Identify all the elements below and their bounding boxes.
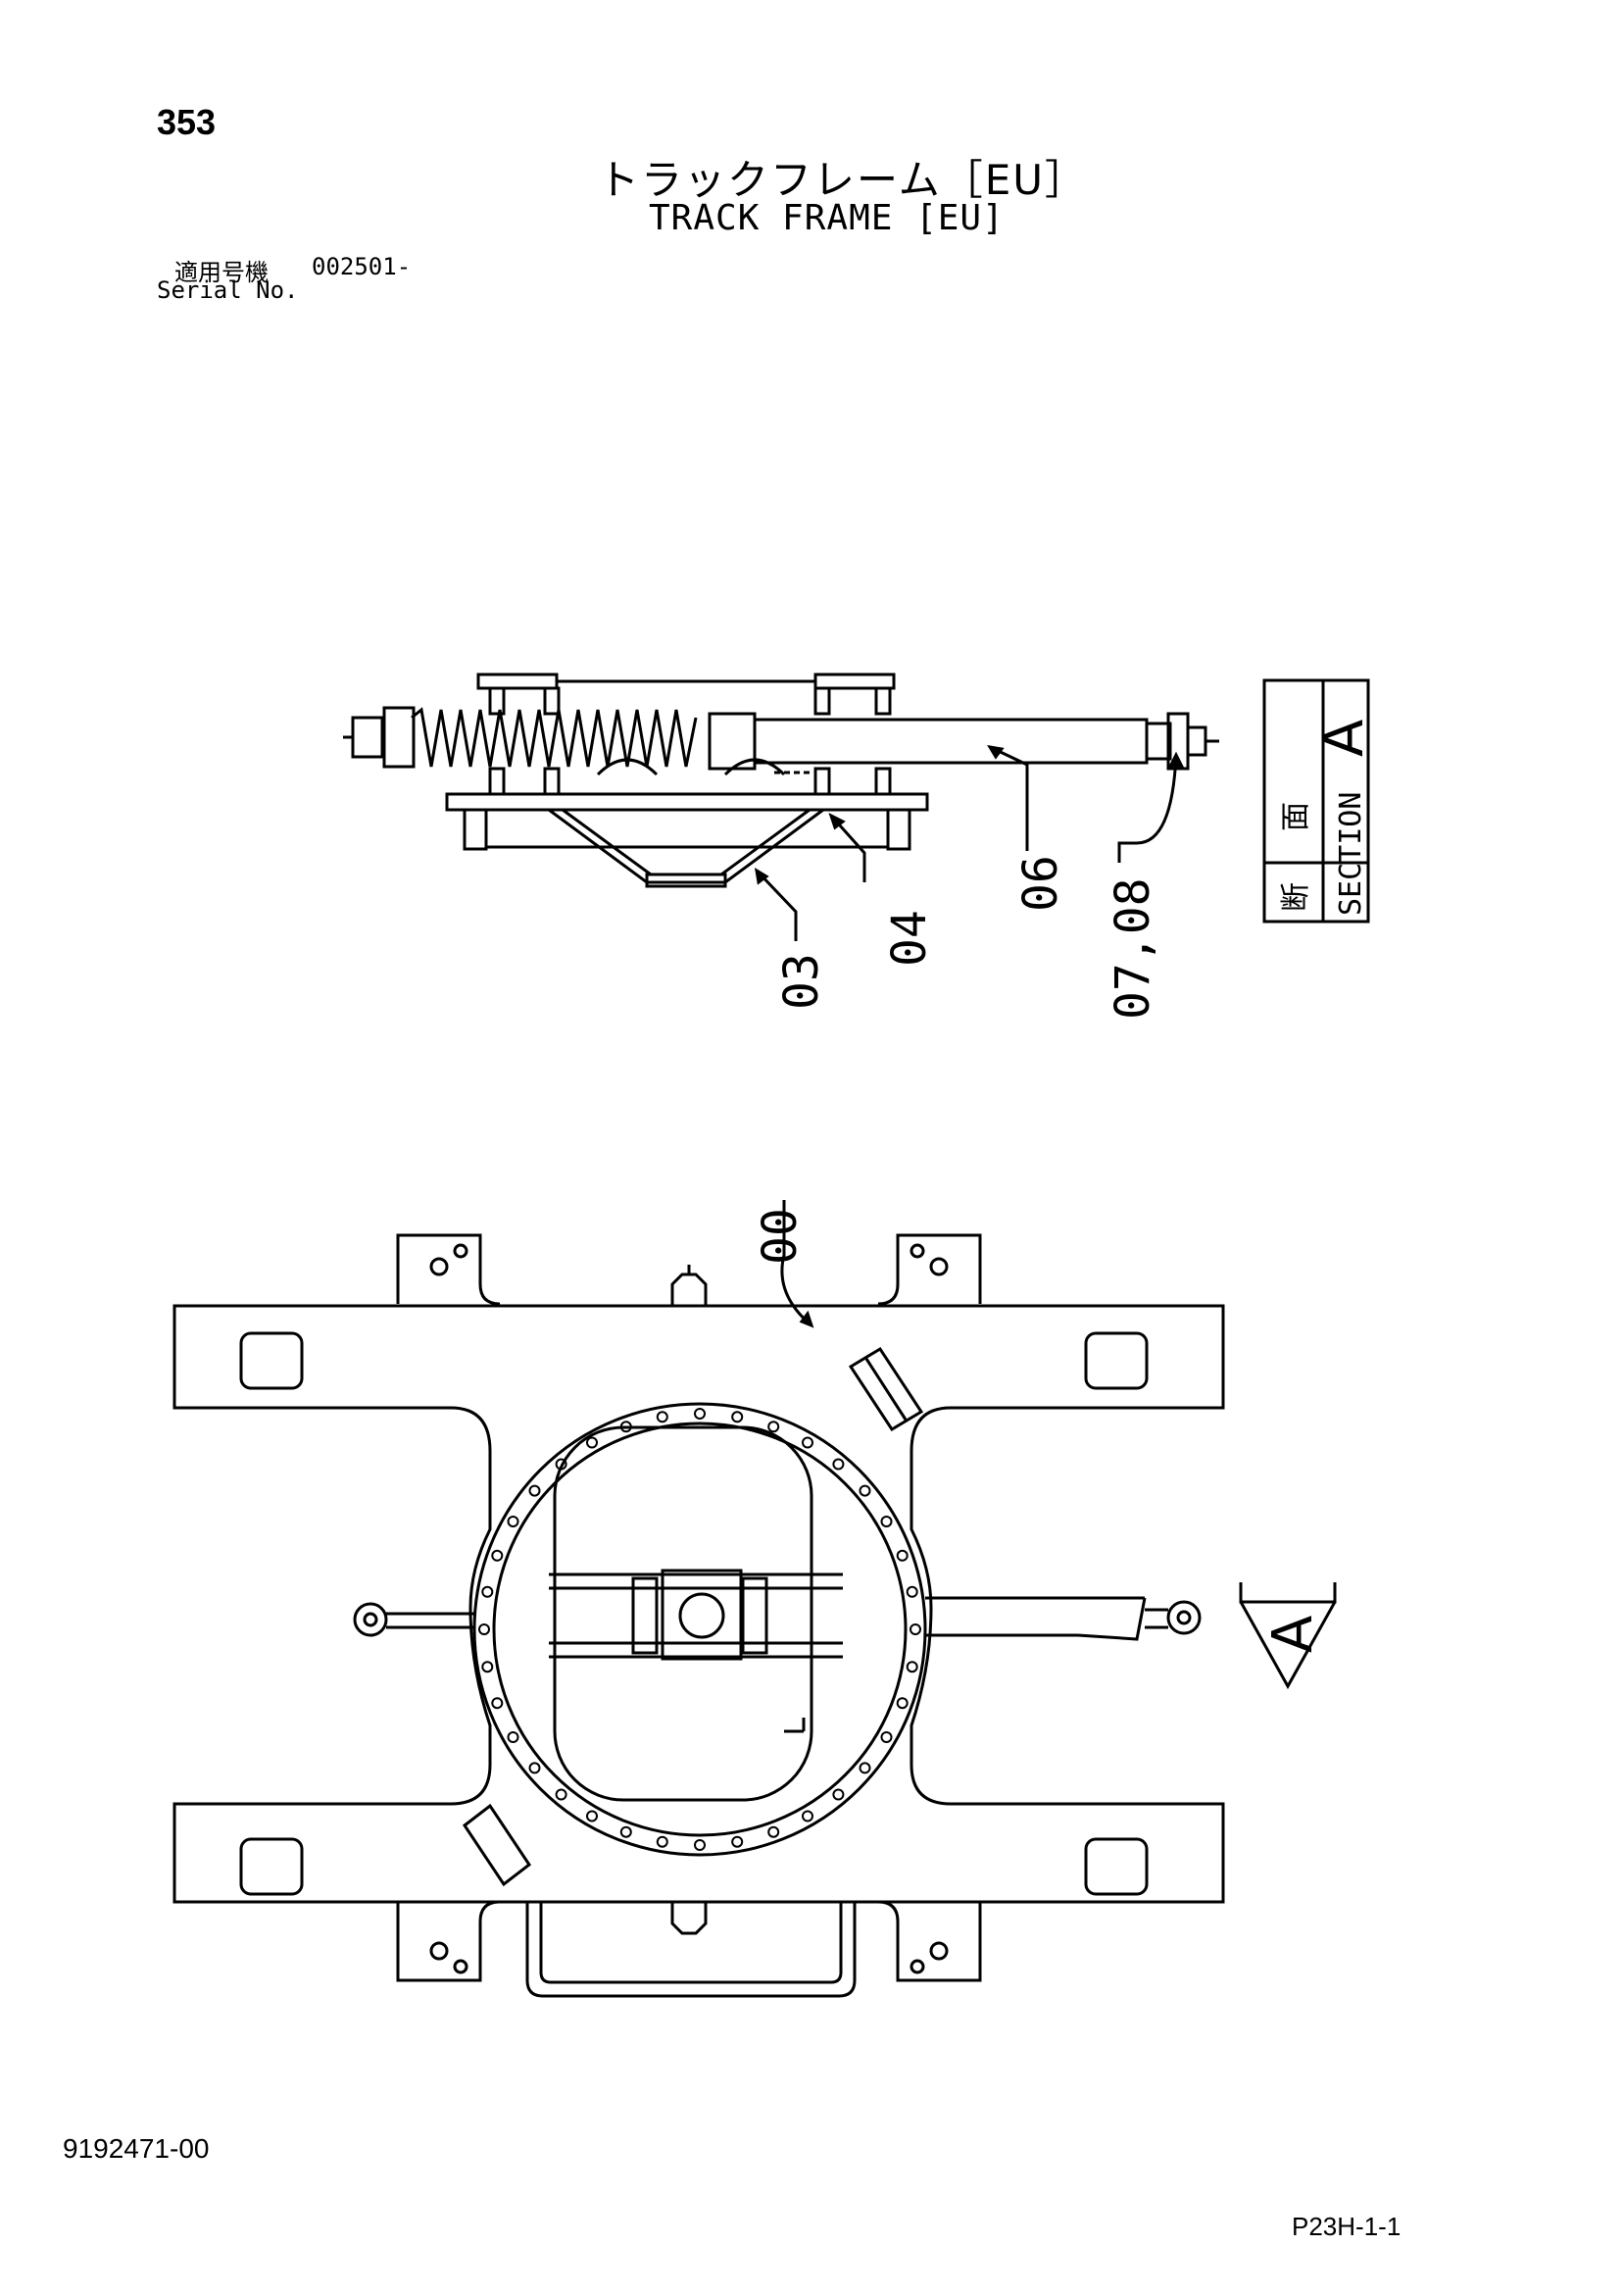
- callout-03: 03: [774, 953, 829, 1010]
- title-english: TRACK FRAME [EU]: [649, 198, 1005, 238]
- bolt-hole: [656, 1411, 668, 1423]
- bolt-hole: [555, 1788, 567, 1801]
- bolt-hole: [619, 1825, 632, 1838]
- bolt-hole: [478, 1623, 490, 1635]
- plan-view-drawing: [172, 1200, 1337, 1998]
- bolt-hole: [880, 1731, 893, 1743]
- bolt-hole: [694, 1408, 706, 1420]
- serial-value: 002501-: [312, 253, 412, 280]
- bolt-hole: [767, 1825, 780, 1838]
- bolt-hole: [528, 1484, 541, 1497]
- bolt-hole: [906, 1661, 918, 1673]
- bolt-hole: [832, 1788, 845, 1801]
- callout-06: 06: [1013, 855, 1068, 912]
- page-code: P23H-1-1: [1292, 2212, 1402, 2241]
- bolt-hole: [656, 1835, 668, 1848]
- bolt-hole: [586, 1810, 598, 1822]
- bolt-hole: [731, 1411, 744, 1423]
- bolt-hole: [528, 1762, 541, 1774]
- bolt-hole: [910, 1623, 921, 1635]
- section-jp-2: 面: [1279, 802, 1313, 831]
- bolt-hole: [767, 1421, 780, 1433]
- bolt-hole: [491, 1697, 504, 1710]
- section-jp-1: 断: [1279, 882, 1313, 912]
- bolt-hole: [859, 1484, 871, 1497]
- bolt-hole: [507, 1516, 519, 1527]
- callout-07-08: 07,08: [1106, 878, 1160, 1021]
- bolt-hole: [802, 1810, 813, 1822]
- bolt-hole: [586, 1436, 598, 1449]
- bolt-hole: [880, 1516, 893, 1527]
- bolt-hole: [619, 1421, 632, 1433]
- bolt-hole: [491, 1549, 504, 1562]
- serial-label-japanese: 適用号機: [174, 259, 269, 286]
- bolt-hole: [859, 1762, 871, 1774]
- serial-label-english: Serial No.: [157, 276, 299, 304]
- bearing-bolt-holes: [478, 1408, 921, 1851]
- bolt-hole: [896, 1697, 909, 1710]
- bolt-hole: [694, 1839, 706, 1851]
- section-letter: A: [1312, 720, 1376, 757]
- callout-04: 04: [882, 910, 937, 967]
- section-view-drawing: [343, 673, 1370, 941]
- bolt-hole: [896, 1549, 909, 1562]
- bolt-hole: [481, 1585, 494, 1598]
- document-number: 9192471-00: [63, 2133, 210, 2164]
- bolt-hole: [832, 1458, 845, 1471]
- section-label-en: SECTION: [1334, 792, 1368, 916]
- title-japanese: トラックフレーム［EU］: [598, 156, 1089, 204]
- page-number: 353: [157, 102, 217, 142]
- bolt-hole: [802, 1436, 813, 1449]
- section-arrow-letter: A: [1261, 1616, 1325, 1653]
- bolt-hole: [555, 1458, 567, 1471]
- bolt-hole: [906, 1585, 918, 1598]
- bolt-hole: [731, 1835, 744, 1848]
- bolt-hole: [507, 1731, 519, 1743]
- callout-00: 00: [753, 1208, 808, 1265]
- bolt-hole: [481, 1661, 494, 1673]
